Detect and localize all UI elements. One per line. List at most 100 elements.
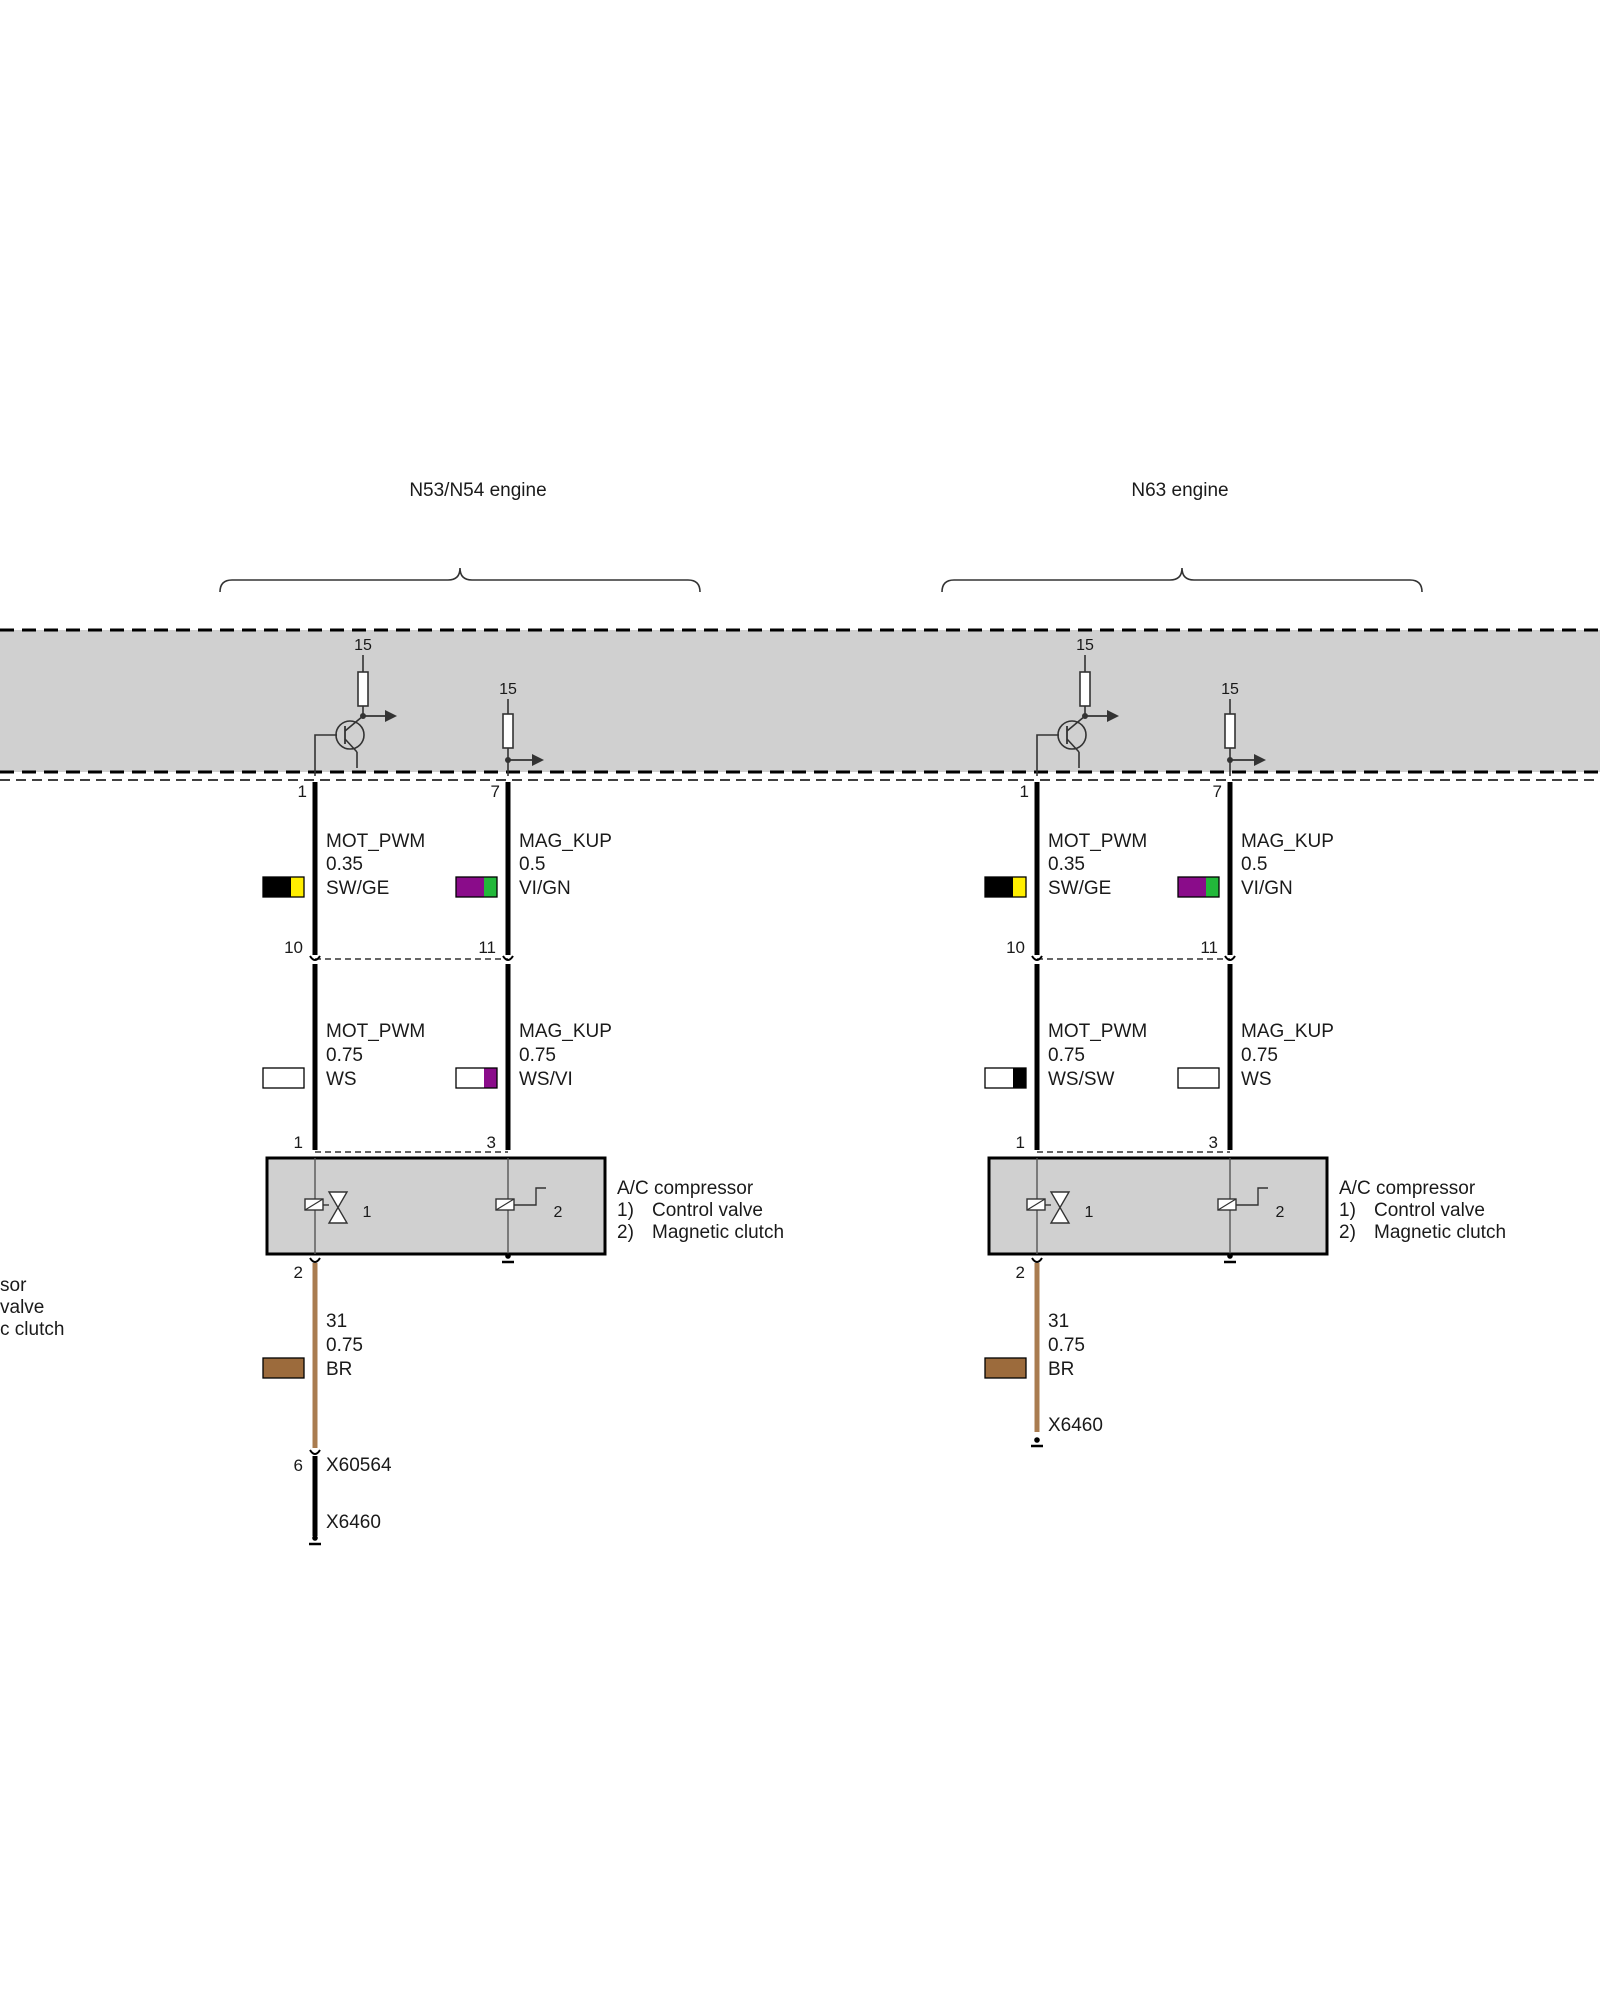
ecu-driver-a: 15 — [1036, 637, 1119, 776]
transistor-base-lead-a — [314, 734, 337, 776]
wire-lower-size: 0.75 — [519, 1045, 556, 1066]
wire-lower-swatch-right — [1013, 1068, 1026, 1088]
connector-cup-0 — [309, 955, 321, 961]
wire-lower-swatch-right — [484, 1068, 497, 1088]
ecu-driver-b: 15 — [499, 681, 544, 776]
wire-upper-size: 0.5 — [1241, 854, 1267, 875]
pin-ecu-a: 1 — [1020, 782, 1029, 801]
connector-label: X60564 — [326, 1455, 392, 1476]
ecu-driver-b: 15 — [1221, 681, 1266, 776]
transistor-collector-a — [1066, 715, 1086, 732]
signal-arrow-b-head — [1254, 754, 1266, 766]
clutch-icon — [514, 1187, 546, 1206]
pin-comp-b: 3 — [487, 1133, 496, 1152]
terminal-15-label-b: 15 — [499, 681, 517, 698]
wire-lower-signal: MOT_PWM — [326, 1021, 425, 1042]
connector-cup-ground — [309, 1449, 321, 1455]
compressor-item2-num: 2) — [617, 1222, 634, 1243]
clutch-ground-dot — [505, 1253, 511, 1259]
valve-coil-diag — [304, 1198, 324, 1211]
wire-upper-signal: MOT_PWM — [1048, 831, 1147, 852]
pin-comp-a: 1 — [1016, 1133, 1025, 1152]
wire-lower-color: WS/SW — [1048, 1069, 1115, 1090]
wire-upper-swatch-border — [455, 876, 498, 898]
valve-ref: 1 — [363, 1204, 372, 1221]
wire-lower-swatch-left — [1178, 1068, 1206, 1088]
resistor-b — [1224, 713, 1236, 749]
wire-upper-swatch — [1177, 876, 1220, 898]
cutoff-line-2: valve — [0, 1297, 44, 1318]
wire-lower-swatch-border — [455, 1067, 498, 1089]
pin-ground: 2 — [294, 1263, 303, 1282]
wire-lower-swatch-left — [456, 1068, 484, 1088]
compressor-name: A/C compressor — [1339, 1178, 1476, 1199]
variant-title: N53/N54 engine — [409, 480, 546, 501]
transistor-emitter-a — [344, 738, 358, 753]
compressor-item1-text: Control valve — [652, 1200, 763, 1221]
valve-ref: 1 — [1085, 1204, 1094, 1221]
wire-upper-swatch-border — [262, 876, 305, 898]
compressor-item1-num: 1) — [1339, 1200, 1356, 1221]
wire-upper-signal: MOT_PWM — [326, 831, 425, 852]
ground-wire-swatch — [262, 1357, 305, 1379]
ground-cup — [309, 1257, 321, 1263]
terminal-15-label-b: 15 — [1221, 681, 1239, 698]
wire-lower-signal: MOT_PWM — [1048, 1021, 1147, 1042]
wire-upper-size: 0.35 — [1048, 854, 1085, 875]
left-cutoff-label: sor valve c clutch — [0, 1275, 64, 1340]
ground-wire-color: BR — [1048, 1359, 1074, 1380]
ground-wire-swatch-border — [984, 1357, 1027, 1379]
ground-wire-swatch — [984, 1357, 1027, 1379]
pin-conn-a: 10 — [1006, 938, 1025, 957]
ground-wire-signal: 31 — [1048, 1311, 1069, 1332]
wire-lower-swatch-right — [1206, 1068, 1219, 1088]
wire-lower-size: 0.75 — [1048, 1045, 1085, 1066]
wire-lower-color: WS — [326, 1069, 357, 1090]
wire-upper-color: SW/GE — [1048, 878, 1111, 899]
clutch-icon — [1236, 1187, 1268, 1206]
resistor-a — [1079, 671, 1091, 707]
compressor-item2-text: Magnetic clutch — [652, 1222, 784, 1243]
wire-upper-signal: MAG_KUP — [1241, 831, 1334, 852]
engine-brace — [219, 567, 701, 593]
pin-ecu-a: 1 — [298, 782, 307, 801]
clutch-ref: 2 — [1276, 1204, 1285, 1221]
wire-lower-signal: MAG_KUP — [1241, 1021, 1334, 1042]
valve-coil-diag — [1026, 1198, 1046, 1211]
pin-ecu-b: 7 — [1213, 782, 1222, 801]
resistor-a — [357, 671, 369, 707]
connector-cup-0 — [1031, 955, 1043, 961]
variant-title: N63 engine — [1131, 480, 1228, 501]
wire-upper-swatch-left — [263, 877, 291, 897]
connector-cup-1 — [1224, 955, 1236, 961]
ecu-band — [0, 630, 1600, 772]
compressor-item2-num: 2) — [1339, 1222, 1356, 1243]
wire-upper-swatch — [984, 876, 1027, 898]
wire-lower-swatch — [262, 1067, 305, 1089]
connector-cup-1 — [502, 955, 514, 961]
resistor-b — [502, 713, 514, 749]
pin-comp-b: 3 — [1209, 1133, 1218, 1152]
ground-wire-color: BR — [326, 1359, 352, 1380]
compressor-item1-num: 1) — [617, 1200, 634, 1221]
ground-cup — [1031, 1257, 1043, 1263]
wire-lower-size: 0.75 — [326, 1045, 363, 1066]
pin-conn-b: 11 — [478, 938, 496, 957]
compressor-name: A/C compressor — [617, 1178, 754, 1199]
wire-upper-color: VI/GN — [519, 878, 571, 899]
ground-label: X6460 — [1048, 1415, 1103, 1436]
wire-upper-swatch-right — [291, 877, 304, 897]
wire-lower-swatch — [1177, 1067, 1220, 1089]
signal-arrow-a-head — [385, 710, 397, 722]
connector-pin: 6 — [294, 1456, 303, 1475]
wire-upper-swatch-border — [984, 876, 1027, 898]
clutch-ground-dot — [1227, 1253, 1233, 1259]
wire-lower-swatch-border — [1177, 1067, 1220, 1089]
ground-point-dot — [312, 1535, 318, 1541]
wire-lower-swatch — [984, 1067, 1027, 1089]
valve-icon — [1049, 1191, 1071, 1224]
ground-wire-signal: 31 — [326, 1311, 347, 1332]
